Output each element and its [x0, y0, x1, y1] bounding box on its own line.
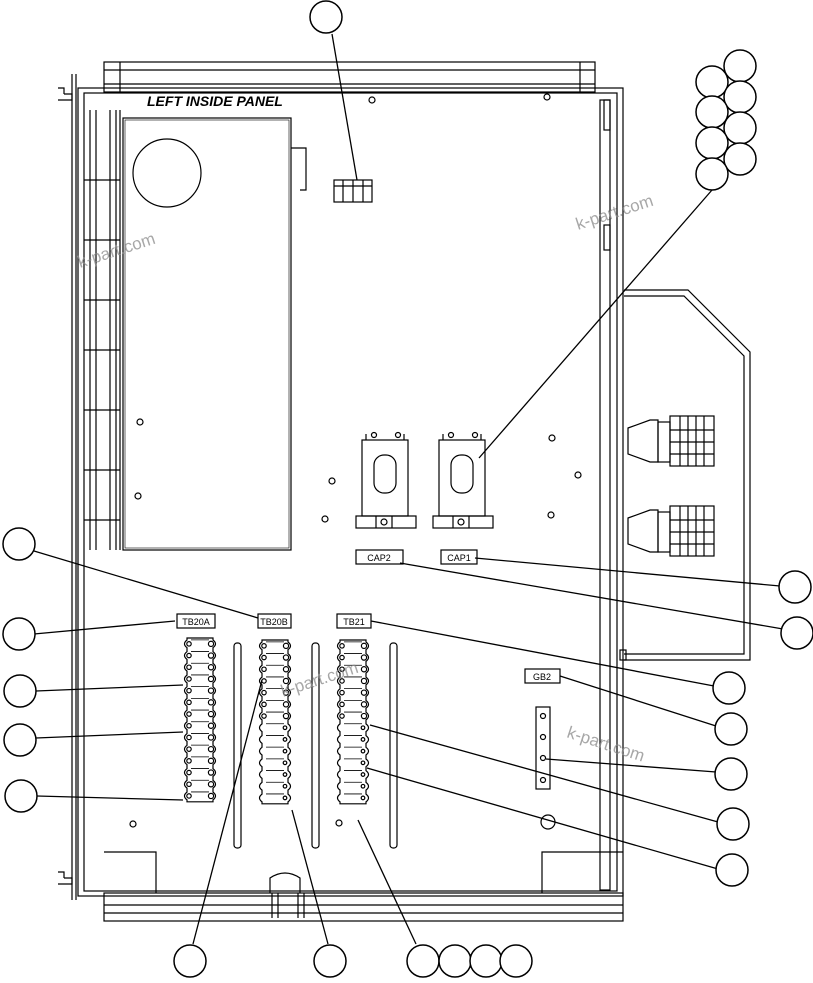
callout-circle — [469, 944, 503, 978]
panel-title: LEFT INSIDE PANEL — [147, 93, 283, 109]
callout-circle — [712, 671, 746, 705]
capacitor-cap1 — [432, 431, 494, 529]
callout-circle — [715, 853, 749, 887]
tb20b-label: TB20B — [260, 617, 288, 627]
callout-circle — [716, 807, 750, 841]
leader-lines — [33, 33, 784, 945]
right-bracket — [619, 289, 751, 661]
callout-circle — [695, 157, 729, 191]
callout-circle — [173, 944, 207, 978]
callout-circle — [780, 616, 813, 650]
fuse-holder-lower — [627, 505, 715, 557]
fuse-holder-upper — [627, 415, 715, 467]
callout-circle — [714, 757, 748, 791]
terminal-block-tb20a — [183, 637, 217, 803]
callout-circle — [714, 712, 748, 746]
callout-circle — [3, 723, 37, 757]
side-louvres — [84, 110, 121, 550]
callout-circle — [695, 65, 729, 99]
callout-circle — [723, 80, 757, 114]
callout-circle — [695, 95, 729, 129]
callout-circle — [3, 674, 37, 708]
label-tags — [176, 549, 561, 684]
terminal-block-tb21 — [336, 639, 370, 805]
tb20a-label: TB20A — [182, 617, 210, 627]
callout-circle — [309, 0, 343, 34]
access-cover — [122, 117, 307, 551]
gb2-label: GB2 — [533, 672, 551, 682]
callout-circle — [723, 49, 757, 83]
callout-circle — [778, 570, 812, 604]
callout-circle — [723, 142, 757, 176]
tb21-label: TB21 — [343, 617, 365, 627]
slots — [233, 642, 398, 849]
callout-circle — [313, 944, 347, 978]
ground-bar-gb2 — [535, 706, 551, 790]
capacitor-cap2 — [355, 431, 417, 529]
terminal-block-tb20b — [258, 639, 292, 805]
callout-circle — [695, 126, 729, 160]
watermark: k-part.com — [573, 191, 655, 234]
callout-circle — [2, 617, 36, 651]
cap2-label: CAP2 — [367, 553, 391, 563]
watermark: k-part.com — [565, 723, 647, 766]
callout-circle — [499, 944, 533, 978]
callout-circle — [2, 527, 36, 561]
callout-circle — [4, 779, 38, 813]
callout-circle — [406, 944, 440, 978]
cabinet-frame — [58, 61, 624, 922]
callout-circle — [438, 944, 472, 978]
cap1-label: CAP1 — [447, 553, 471, 563]
callout-circle — [723, 111, 757, 145]
mounting-holes — [129, 93, 582, 830]
top-connector — [333, 179, 373, 203]
